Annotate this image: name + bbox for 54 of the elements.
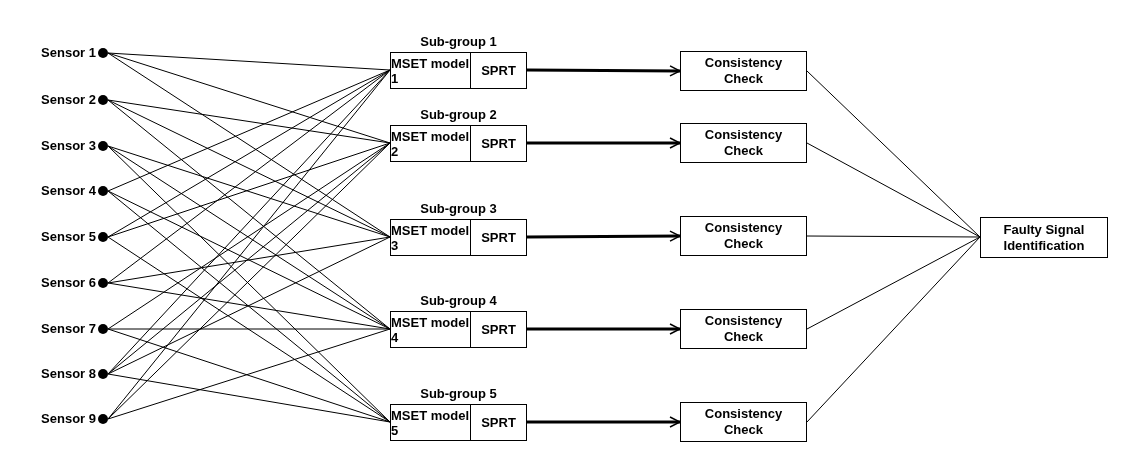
process-box: Consistency Check <box>680 51 807 91</box>
connector-line <box>107 69 391 284</box>
connector-line <box>107 373 391 423</box>
connector-line <box>806 235 981 238</box>
group-heading: Sub-group 2 <box>419 107 498 123</box>
test-label: SPRT <box>480 135 517 153</box>
arrow <box>527 137 681 149</box>
test-label: SPRT <box>480 229 517 247</box>
group-heading: Sub-group 1 <box>419 34 498 50</box>
sensor-label: Sensor 1 <box>41 45 96 61</box>
sensor-label: Sensor 5 <box>41 229 96 245</box>
connector-line <box>806 142 981 238</box>
model-label: MSET model 1 <box>391 53 471 88</box>
sensor-label: Sensor 2 <box>41 92 96 108</box>
connector-line <box>806 236 981 423</box>
group-heading: Sub-group 4 <box>419 293 498 309</box>
connector-line <box>107 328 391 330</box>
process-box: Consistency Check <box>680 123 807 163</box>
arrow <box>527 230 681 242</box>
model-label: MSET model 4 <box>391 312 471 347</box>
connector-line <box>107 99 391 144</box>
connector-line <box>107 236 391 375</box>
result-box: Faulty Signal Identification <box>980 217 1108 258</box>
sensor-label: Sensor 3 <box>41 138 96 154</box>
sensor-label: Sensor 7 <box>41 321 96 337</box>
sensor-label: Sensor 6 <box>41 275 96 291</box>
sensor-label: Sensor 4 <box>41 183 96 199</box>
connector-line <box>806 236 981 330</box>
arrow <box>527 65 681 77</box>
arrow <box>527 323 681 335</box>
process-box: Consistency Check <box>680 402 807 442</box>
connector-line <box>107 190 391 330</box>
connector-line <box>107 190 391 423</box>
connector-line <box>107 69 391 192</box>
connector-line <box>107 99 391 238</box>
group-heading: Sub-group 3 <box>419 201 498 217</box>
model-label: MSET model 3 <box>391 220 471 255</box>
connector-line <box>107 236 391 284</box>
model-label: MSET model 2 <box>391 126 471 161</box>
connector-line <box>806 70 981 238</box>
test-label: SPRT <box>480 414 517 432</box>
process-box: Consistency Check <box>680 216 807 256</box>
test-label: SPRT <box>480 62 517 80</box>
connector-line <box>107 236 391 423</box>
test-label: SPRT <box>480 321 517 339</box>
sensor-label: Sensor 8 <box>41 366 96 382</box>
connector-line <box>107 52 391 71</box>
process-box: Consistency Check <box>680 309 807 349</box>
model-label: MSET model 5 <box>391 405 471 440</box>
sensor-label: Sensor 9 <box>41 411 96 427</box>
connector-line <box>107 142 391 375</box>
arrow <box>527 416 681 428</box>
connector-line <box>107 99 391 330</box>
group-heading: Sub-group 5 <box>419 386 498 402</box>
